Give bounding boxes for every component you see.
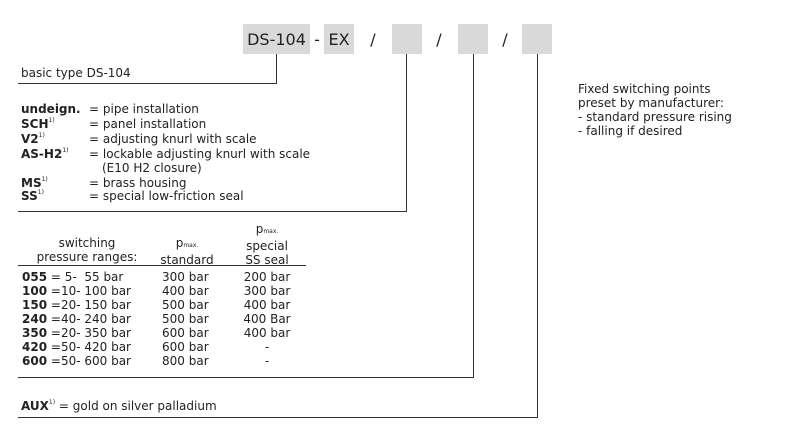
connector-aux-horizontal	[18, 417, 538, 418]
option-desc: = brass housing	[89, 176, 187, 190]
code-dash: -	[314, 29, 320, 49]
connector-option-vertical	[406, 54, 407, 212]
aux-option: AUX1) = gold on silver palladium	[21, 399, 217, 413]
option-desc: = panel installation	[89, 117, 207, 131]
table-row: 055 = 5- 55 bar 300 bar 200 bar	[22, 270, 291, 284]
code-slash-2: /	[436, 29, 442, 49]
option-desc-note: (E10 H2 closure)	[102, 161, 202, 175]
code-ex-box: EX	[324, 24, 354, 54]
option-key: SCH1)	[21, 117, 55, 131]
option-key: V21)	[21, 132, 45, 146]
code-range-box	[458, 24, 488, 54]
table-row: 150 =20- 150 bar 500 bar 400 bar	[22, 298, 291, 312]
connector-option-horizontal	[18, 211, 407, 212]
connector-aux-vertical	[537, 54, 538, 418]
table-head-rule	[18, 265, 306, 266]
basic-type-label: basic type DS-104	[21, 66, 131, 80]
table-row: 240 =40- 240 bar 500 bar 400 Bar	[22, 312, 291, 326]
code-option-box	[392, 24, 422, 54]
table-row: 100 =10- 100 bar 400 bar 300 bar	[22, 284, 291, 298]
table-head-ss: pmax. special SS seal	[245, 222, 289, 267]
option-desc: = special low-friction seal	[89, 189, 244, 203]
table-row: 420 =50- 420 bar 600 bar -	[22, 340, 270, 354]
code-aux-box	[522, 24, 552, 54]
table-head-switching: switching pressure ranges:	[36, 236, 138, 264]
code-slash-1: /	[370, 29, 376, 49]
code-ex: EX	[328, 29, 350, 49]
option-key: SS1)	[21, 189, 44, 203]
code-slash-3: /	[502, 29, 508, 49]
connector-type-vertical	[276, 54, 277, 83]
connector-type-horizontal	[18, 83, 277, 84]
option-key: undeign.	[21, 102, 81, 116]
option-key: MS1)	[21, 176, 48, 190]
option-key: AS-H21)	[21, 147, 69, 161]
option-desc: = lockable adjusting knurl with scale	[89, 147, 311, 161]
option-desc: = adjusting knurl with scale	[89, 132, 257, 146]
option-desc: = pipe installation	[89, 102, 199, 116]
code-type-box: DS-104	[243, 24, 310, 54]
table-row: 350 =20- 350 bar 600 bar 400 bar	[22, 326, 291, 340]
table-head-standard: pmax. standard	[160, 236, 214, 267]
connector-range-vertical	[473, 54, 474, 378]
table-row: 600 =50- 600 bar 800 bar -	[22, 354, 270, 368]
code-type: DS-104	[247, 29, 306, 49]
connector-range-horizontal	[18, 377, 474, 378]
